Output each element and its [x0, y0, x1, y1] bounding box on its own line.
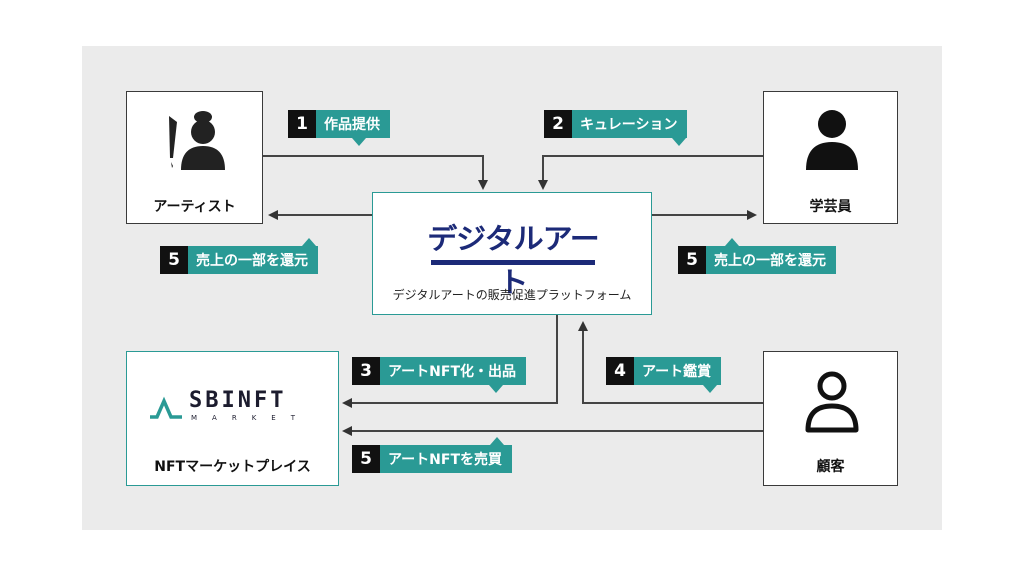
sbinft-logo-main: SBINFT [189, 388, 287, 413]
badge-pointer [725, 238, 739, 246]
step-number: 2 [544, 110, 572, 138]
person-icon [806, 110, 858, 170]
person-outline-icon [805, 371, 859, 433]
step-label: アートNFT化・出品 [380, 357, 526, 385]
arrow-curator-to-platform [538, 155, 763, 190]
step-label: アート鑑賞 [634, 357, 722, 385]
marketplace-box: SBINFT MARKET NFTマーケットプレイス [126, 351, 339, 486]
artist-icon [169, 111, 225, 170]
customer-label: 顧客 [816, 459, 845, 475]
step-badge-5-marketplace: 5 アートNFTを売買 [352, 445, 512, 473]
step-label: 売上の一部を還元 [706, 246, 836, 274]
badge-pointer [352, 138, 366, 146]
platform-box: デジタルアート デジタルアートの販売促進プラットフォーム [372, 192, 652, 315]
arrow-artist-to-platform [263, 155, 488, 190]
platform-logo-underline [431, 260, 595, 265]
artist-label: アーティスト [153, 199, 236, 215]
sbinft-logo-sub: MARKET [191, 414, 310, 422]
step-number: 4 [606, 357, 634, 385]
platform-caption: デジタルアートの販売促進プラットフォーム [392, 288, 632, 302]
step-number: 5 [160, 246, 188, 274]
badge-pointer [489, 385, 503, 393]
step-badge-1: 1 作品提供 [288, 110, 390, 138]
curator-box: 学芸員 [763, 91, 898, 224]
step-number: 5 [352, 445, 380, 473]
marketplace-label: NFTマーケットプレイス [154, 459, 311, 475]
badge-pointer [703, 385, 717, 393]
step-badge-3: 3 アートNFT化・出品 [352, 357, 526, 385]
step-number: 1 [288, 110, 316, 138]
curator-label: 学芸員 [809, 199, 852, 215]
step-label: キュレーション [572, 110, 688, 138]
arrow-platform-to-marketplace [342, 315, 558, 408]
step-number: 5 [678, 246, 706, 274]
step-label: アートNFTを売買 [380, 445, 512, 473]
badge-pointer [672, 138, 686, 146]
step-badge-2: 2 キュレーション [544, 110, 688, 138]
step-label: 作品提供 [316, 110, 390, 138]
sbinft-logo-mark-icon [150, 396, 182, 419]
step-label: 売上の一部を還元 [188, 246, 318, 274]
platform-logo: デジタルアート [425, 217, 601, 300]
step-badge-4: 4 アート鑑賞 [606, 357, 722, 385]
artist-box: アーティスト [126, 91, 263, 224]
arrow-customer-to-platform [578, 321, 763, 404]
customer-box: 顧客 [763, 351, 898, 486]
step-badge-5-curator: 5 売上の一部を還元 [678, 246, 836, 274]
platform-logo-text: デジタルアート [427, 222, 600, 300]
step-badge-5-artist: 5 売上の一部を還元 [160, 246, 318, 274]
step-number: 3 [352, 357, 380, 385]
badge-pointer [302, 238, 316, 246]
badge-pointer [490, 437, 504, 445]
